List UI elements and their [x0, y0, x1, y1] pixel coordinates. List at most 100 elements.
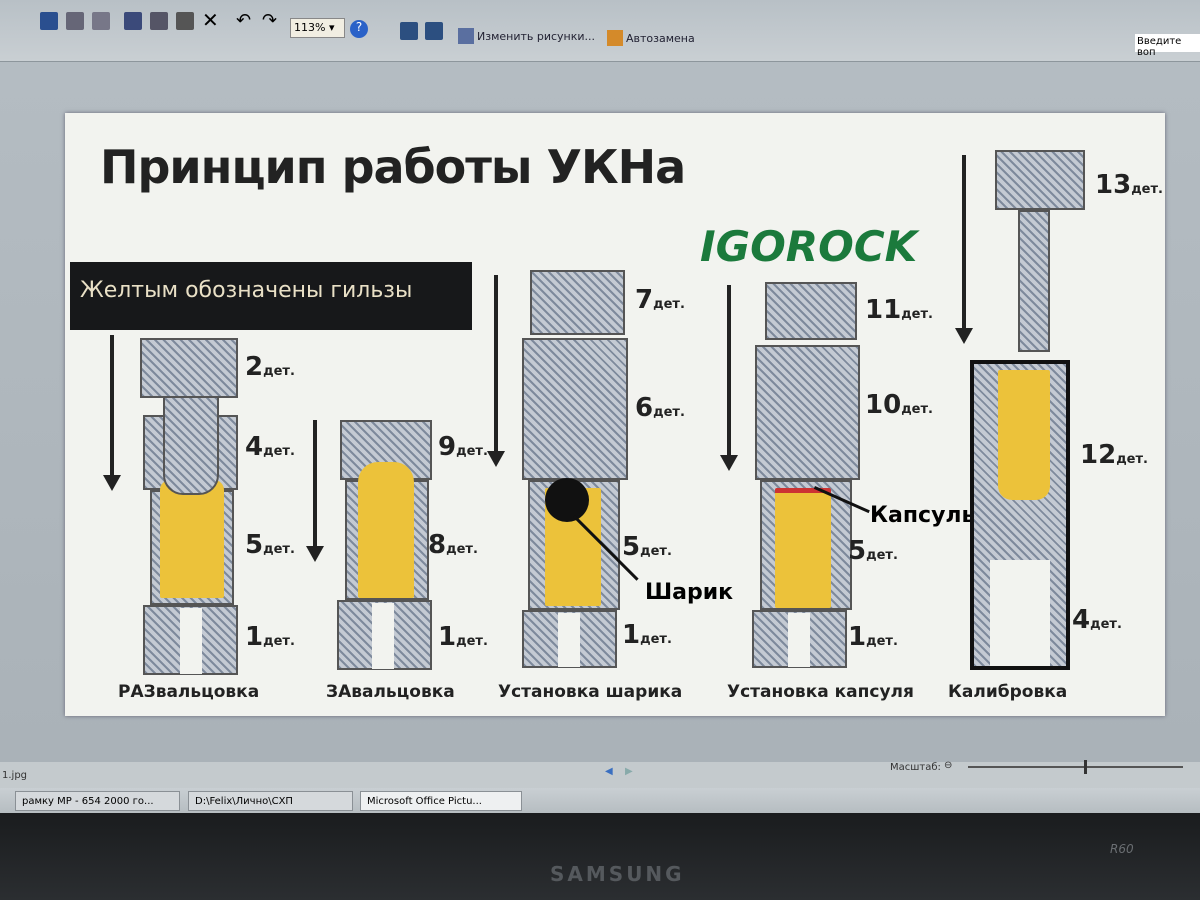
- part-number: 5: [848, 536, 867, 566]
- element: 6дет.: [635, 393, 685, 423]
- save-icon[interactable]: [40, 12, 58, 30]
- part-number: 1: [438, 622, 457, 652]
- print-icon[interactable]: [66, 12, 84, 30]
- die-part: [140, 338, 238, 398]
- down-arrow: [955, 155, 973, 344]
- part-number: 11: [865, 295, 902, 325]
- element: 2дет.: [245, 352, 295, 382]
- element: [180, 608, 202, 674]
- element: дет.: [263, 364, 295, 379]
- taskbar-item[interactable]: Microsoft Office Pictu...: [360, 791, 522, 811]
- zoom-select[interactable]: 113% ▾: [290, 18, 345, 38]
- zoom-slider[interactable]: [968, 766, 1183, 768]
- legend-box: Желтым обозначены гильзы: [70, 262, 472, 330]
- element: 4дет.: [245, 432, 295, 462]
- edit-pictures-label: Изменить рисунки...: [477, 29, 596, 43]
- filename: 1.jpg: [2, 770, 28, 781]
- part-number: 13: [1095, 170, 1132, 200]
- die-part: [1018, 210, 1050, 352]
- autocorrect-label: Автозамена: [626, 31, 695, 45]
- brand-logo: IGOROCK: [700, 222, 918, 271]
- element: 8дет.: [428, 530, 478, 560]
- die-part: [755, 345, 860, 480]
- undo-icon[interactable]: ↶: [236, 10, 252, 31]
- autocorrect-button[interactable]: Автозамена: [607, 26, 695, 50]
- element: 1дет.: [848, 622, 898, 652]
- rotate-right-icon[interactable]: [425, 22, 443, 40]
- cartridge-case: [358, 462, 414, 598]
- die-part: [163, 395, 219, 495]
- part-number: 4: [245, 432, 264, 462]
- element: дет.: [653, 297, 685, 312]
- help-icon[interactable]: ?: [350, 20, 368, 38]
- zoom-out-icon[interactable]: ⊖: [944, 760, 953, 771]
- next-icon[interactable]: ▶: [625, 766, 633, 777]
- stage-caption: Калибровка: [948, 682, 1068, 702]
- element: [990, 560, 1050, 666]
- element: дет.: [640, 632, 672, 647]
- prev-icon[interactable]: ◀: [605, 766, 613, 777]
- zoom-slider-thumb[interactable]: [1084, 760, 1087, 774]
- stage-caption: РАЗвальцовка: [118, 682, 260, 702]
- taskbar: рамку МР - 654 2000 го... D:\Felix\Лично…: [0, 788, 1200, 813]
- autocorrect-icon: [607, 30, 623, 46]
- element: 1дет.: [245, 622, 295, 652]
- edit-pictures-button[interactable]: Изменить рисунки...: [458, 24, 595, 48]
- primer-callout: Капсуль: [870, 503, 976, 528]
- element: 5дет.: [848, 536, 898, 566]
- element: 5дет.: [622, 532, 672, 562]
- stage-caption: Установка шарика: [498, 682, 683, 702]
- die-part: [522, 338, 628, 480]
- element: дет.: [263, 444, 295, 459]
- redo-icon[interactable]: ↷: [262, 10, 278, 31]
- element: дет.: [901, 307, 933, 322]
- help-search-input[interactable]: Введите воп: [1135, 34, 1200, 58]
- element: 9дет.: [438, 432, 488, 462]
- down-arrow: [103, 335, 121, 491]
- cartridge-case: [160, 480, 224, 598]
- stage-caption: ЗАвальцовка: [326, 682, 455, 702]
- rotate-left-icon[interactable]: [400, 22, 418, 40]
- monitor-brand: SAMSUNG: [550, 862, 685, 886]
- element: дет.: [456, 634, 488, 649]
- down-arrow: [306, 420, 324, 562]
- part-number: 9: [438, 432, 457, 462]
- element: 12дет.: [1080, 440, 1148, 470]
- element: 10дет.: [865, 390, 933, 420]
- delete-icon[interactable]: ✕: [202, 8, 219, 32]
- diagram-title: Принцип работы УКНа: [100, 140, 686, 194]
- taskbar-item[interactable]: рамку МР - 654 2000 го...: [15, 791, 180, 811]
- part-number: 5: [622, 532, 641, 562]
- element: дет.: [640, 544, 672, 559]
- element: дет.: [1131, 182, 1163, 197]
- down-arrow: [720, 285, 738, 471]
- part-number: 1: [245, 622, 264, 652]
- taskbar-item[interactable]: D:\Felix\Лично\СХП: [188, 791, 353, 811]
- down-arrow: [487, 275, 505, 467]
- stage-caption: Установка капсуля: [727, 682, 914, 702]
- ball: [545, 478, 589, 522]
- paste-icon[interactable]: [176, 12, 194, 30]
- toolbar: ✕ ↶ ↷ 113% ▾ ? Изменить рисунки... Автоз…: [0, 0, 1200, 62]
- die-part: [765, 282, 857, 340]
- copy-icon[interactable]: [150, 12, 168, 30]
- cartridge-case: [775, 488, 831, 608]
- part-number: 4: [1072, 605, 1091, 635]
- cut-icon[interactable]: [124, 12, 142, 30]
- element: 5дет.: [245, 530, 295, 560]
- element: дет.: [866, 548, 898, 563]
- element: 11дет.: [865, 295, 933, 325]
- element: дет.: [653, 405, 685, 420]
- part-number: 5: [245, 530, 264, 560]
- element: дет.: [1116, 452, 1148, 467]
- zoom-value: 113%: [294, 21, 326, 34]
- email-icon[interactable]: [92, 12, 110, 30]
- element: 1дет.: [622, 620, 672, 650]
- element: [558, 613, 580, 667]
- edit-picture-icon: [458, 28, 474, 44]
- part-number: 2: [245, 352, 264, 382]
- die-part: [995, 150, 1085, 210]
- part-number: 12: [1080, 440, 1117, 470]
- part-number: 1: [622, 620, 641, 650]
- part-number: 8: [428, 530, 447, 560]
